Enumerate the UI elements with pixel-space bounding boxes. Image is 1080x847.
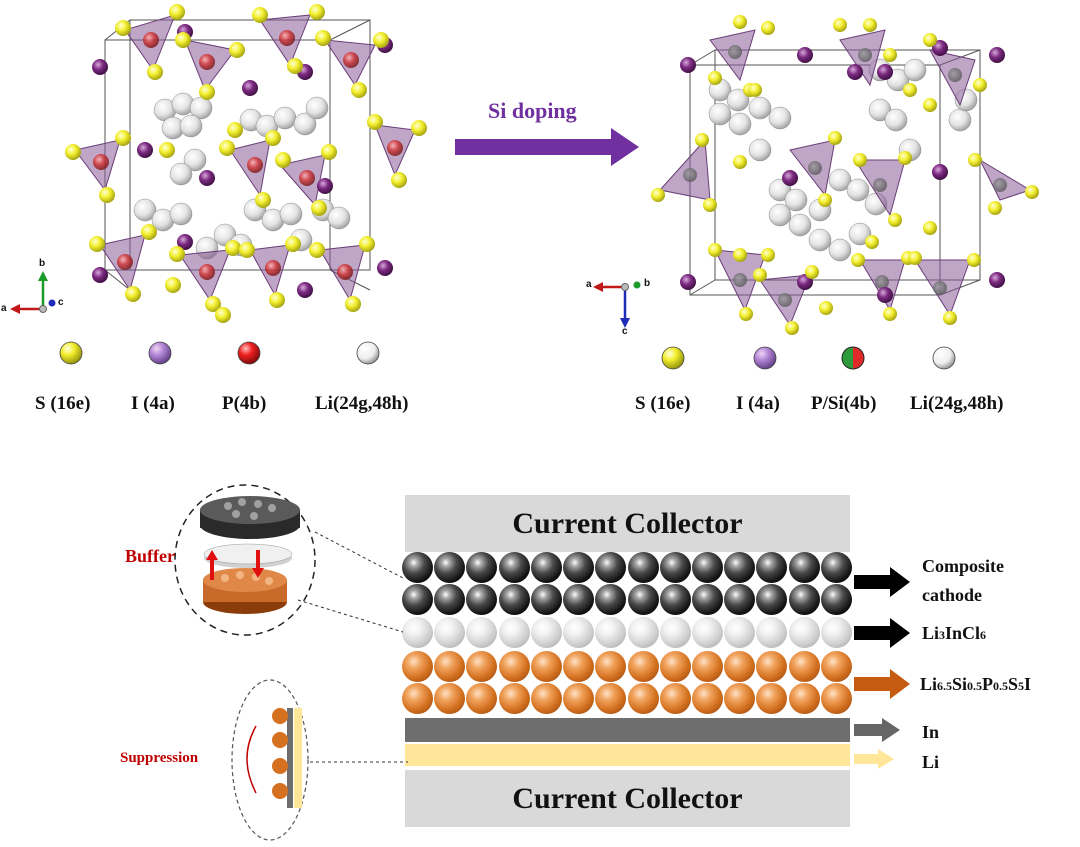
li-label: Li [922, 752, 940, 772]
lsps-disk [203, 568, 287, 614]
composite-label-line2: cathode [922, 585, 982, 605]
in-arrow [854, 718, 900, 742]
composite-cathode-row-1 [402, 552, 852, 583]
legend-s-label: S (16e) [635, 393, 691, 414]
legend-p-label: P(4b) [222, 393, 267, 414]
suppression-label: Suppression [120, 750, 199, 766]
axis-left-a-label: a [1, 303, 7, 314]
legend-psi-swatch [841, 346, 865, 370]
legend-i-swatch [148, 341, 172, 365]
legend-li-label: Li(24g,48h) [910, 393, 1004, 414]
legend-i-label: I (4a) [736, 393, 780, 414]
white-layer-disk [203, 543, 293, 568]
legend-li-label: Li(24g,48h) [315, 393, 409, 414]
legend-left-icons [59, 341, 380, 365]
axis-right-c-label: c [622, 326, 628, 337]
li3incl6-arrow [854, 618, 910, 648]
legend-left: S (16e) I (4a) P(4b) Li(24g,48h) [0, 393, 450, 423]
li-atom-cluster [708, 58, 978, 262]
buffer-arrows [206, 550, 264, 580]
li-layer [405, 744, 850, 766]
legend-i-swatch [753, 346, 777, 370]
layer-arrows [854, 567, 910, 769]
current-collector-top: Current Collector [405, 495, 850, 552]
lsps-label: Li6.5Si0.5P0.5S5I [920, 674, 1032, 694]
lsps-row-1 [402, 651, 852, 682]
li3incl6-row [402, 617, 852, 648]
li3incl6-label: Li3InCl6 [922, 623, 987, 643]
cathode-disk [200, 496, 300, 539]
crystal-structure-right [651, 15, 1039, 335]
axis-right-a-label: a [586, 279, 592, 290]
legend-li-swatch [356, 341, 380, 365]
composite-label-line1: Composite [922, 556, 1004, 576]
current-collector-bottom: Current Collector [405, 770, 850, 827]
lsps-arrow [854, 669, 910, 699]
s-atoms [65, 4, 427, 323]
suppression-inset [231, 679, 408, 841]
i-atoms [92, 24, 393, 298]
legend-s-swatch [661, 346, 685, 370]
crystal-structure-left [65, 4, 427, 323]
lsps-row-2 [402, 683, 852, 714]
p-atoms [93, 30, 403, 280]
suppression-balls [272, 708, 288, 799]
legend-s-label: S (16e) [35, 393, 91, 414]
legend-right: S (16e) I (4a) P/Si(4b) Li(24g,48h) [620, 393, 1080, 423]
axis-left-c-label: c [58, 297, 64, 308]
li-atom-cluster [133, 92, 351, 260]
composite-cathode-row-2 [402, 584, 852, 615]
legend-s-swatch [59, 341, 83, 365]
buffer-label: Buffer [125, 546, 175, 566]
axis-left-b-label: b [39, 258, 46, 269]
axis-triad-left [10, 271, 56, 314]
legend-p-swatch [237, 341, 261, 365]
legend-right-icons [661, 346, 956, 370]
legend-psi-label: P/Si(4b) [811, 393, 877, 414]
legend-li-swatch [932, 346, 956, 370]
si-doping-arrow [455, 128, 639, 166]
li-arrow [854, 749, 894, 769]
legend-i-label: I (4a) [131, 393, 175, 414]
p-si-atoms [683, 45, 1007, 307]
composite-arrow [854, 567, 910, 597]
s-atoms [651, 15, 1039, 335]
arrow-label: Si doping [488, 98, 577, 123]
in-layer [405, 718, 850, 742]
buffer-inset [174, 484, 404, 636]
axis-triad-right [593, 281, 641, 328]
axis-right-b-label: b [644, 278, 651, 289]
in-label: In [922, 722, 940, 742]
